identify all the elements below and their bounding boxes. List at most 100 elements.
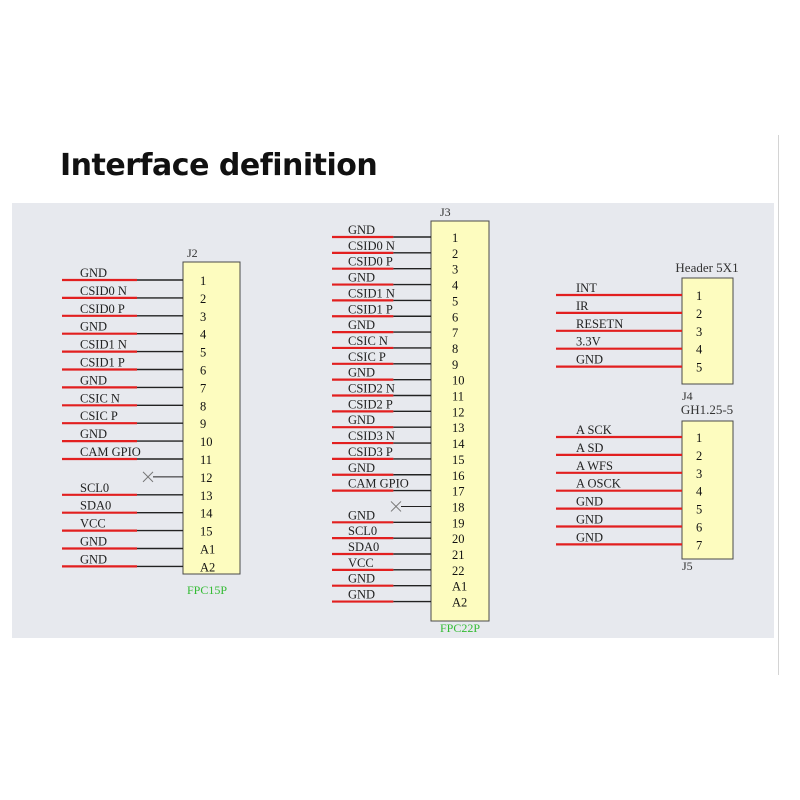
signal-label: VCC: [80, 517, 106, 531]
signal-label: A WFS: [576, 459, 613, 473]
signal-label: GND: [348, 461, 375, 475]
pin-number: 18: [452, 500, 465, 514]
signal-label: GND: [348, 366, 375, 380]
signal-label: GND: [80, 427, 107, 441]
pin-number: 12: [200, 471, 213, 485]
connector-footprint-label: FPC22P: [440, 621, 480, 635]
pin-number: 21: [452, 548, 465, 562]
signal-label: GND: [348, 223, 375, 237]
pin-number: 1: [696, 431, 702, 445]
pin-number: A1: [452, 580, 467, 594]
pin-number: 1: [200, 274, 206, 288]
signal-label: CSID0 N: [80, 284, 127, 298]
pin-number: 6: [200, 364, 206, 378]
signal-label: CSID1 N: [348, 286, 395, 300]
signal-label: IR: [576, 299, 589, 313]
pin-number: 15: [452, 453, 465, 467]
signal-label: GND: [80, 320, 107, 334]
pin-number: 11: [200, 453, 212, 467]
pin-number: 10: [452, 374, 465, 388]
signal-label: GND: [576, 495, 603, 509]
pin-number: 11: [452, 390, 464, 404]
connector-body: [681, 277, 734, 385]
signal-label: CSIC P: [80, 409, 118, 423]
signal-label: CAM GPIO: [348, 477, 409, 491]
signal-label: GND: [80, 552, 107, 566]
pin-number: A2: [452, 596, 467, 610]
signal-label: CSID1 P: [80, 356, 125, 370]
pin-number: A1: [200, 543, 215, 557]
pin-number: 13: [452, 421, 465, 435]
pin-number: 14: [200, 507, 213, 521]
pin-number: 17: [452, 485, 465, 499]
pin-number: 6: [696, 521, 702, 535]
pin-number: 5: [696, 503, 702, 517]
signal-label: GND: [576, 513, 603, 527]
pin-number: 22: [452, 564, 465, 578]
signal-label: GND: [348, 572, 375, 586]
signal-label: CSID0 N: [348, 239, 395, 253]
pin-number: 2: [696, 307, 702, 321]
signal-label: RESETN: [576, 317, 623, 331]
connector-ref-label: J4: [682, 389, 693, 403]
schematic-panel: [12, 203, 774, 638]
pin-number: 15: [200, 525, 213, 539]
pin-number: 3: [696, 467, 702, 481]
pin-number: 1: [696, 289, 702, 303]
pin-number: 7: [452, 326, 458, 340]
signal-label: CSID0 P: [80, 302, 125, 316]
pin-number: 2: [452, 247, 458, 261]
pin-number: 5: [452, 294, 458, 308]
signal-label: CSIC P: [348, 350, 386, 364]
signal-label: CSID2 P: [348, 397, 393, 411]
signal-label: CSID1 P: [348, 302, 393, 316]
pin-number: 4: [452, 279, 459, 293]
no-connect-mark: [390, 501, 402, 512]
pin-number: 8: [200, 399, 206, 413]
connector-ref-label: J3: [440, 205, 451, 219]
signal-label: GND: [80, 373, 107, 387]
signal-label: GND: [348, 271, 375, 285]
pin-number: 3: [200, 310, 206, 324]
pin-number: 13: [200, 489, 213, 503]
no-connect-mark: [142, 471, 154, 483]
signal-label: GND: [80, 535, 107, 549]
pin-number: 9: [452, 358, 458, 372]
pin-number: 16: [452, 469, 465, 483]
signal-label: SCL0: [348, 524, 377, 538]
signal-label: GND: [576, 530, 603, 544]
signal-label: CAM GPIO: [80, 445, 141, 459]
signal-label: CSIC N: [348, 334, 388, 348]
signal-label: CSIC N: [80, 391, 120, 405]
signal-label: VCC: [348, 556, 374, 570]
signal-label: CSID3 P: [348, 445, 393, 459]
signal-label: GND: [348, 588, 375, 602]
pin-number: 10: [200, 435, 213, 449]
pin-number: A2: [200, 560, 215, 574]
signal-label: 3.3V: [576, 335, 601, 349]
signal-label: GND: [348, 508, 375, 522]
signal-label: SDA0: [348, 540, 379, 554]
signal-label: GND: [576, 353, 603, 367]
signal-label: CSID0 P: [348, 255, 393, 269]
signal-label: SCL0: [80, 481, 109, 495]
signal-label: A SD: [576, 441, 603, 455]
pin-number: 12: [452, 405, 465, 419]
signal-label: CSID3 N: [348, 429, 395, 443]
signal-label: GND: [348, 413, 375, 427]
pin-number: 4: [200, 328, 207, 342]
signal-label: GND: [80, 266, 107, 280]
pin-number: 19: [452, 516, 465, 530]
pin-number: 8: [452, 342, 458, 356]
divider-line: [778, 135, 779, 675]
pin-number: 14: [452, 437, 465, 451]
connector-ref-label: J2: [187, 246, 198, 260]
pin-number: 3: [696, 325, 702, 339]
signal-label: A SCK: [576, 423, 612, 437]
connector-body: [182, 261, 241, 575]
